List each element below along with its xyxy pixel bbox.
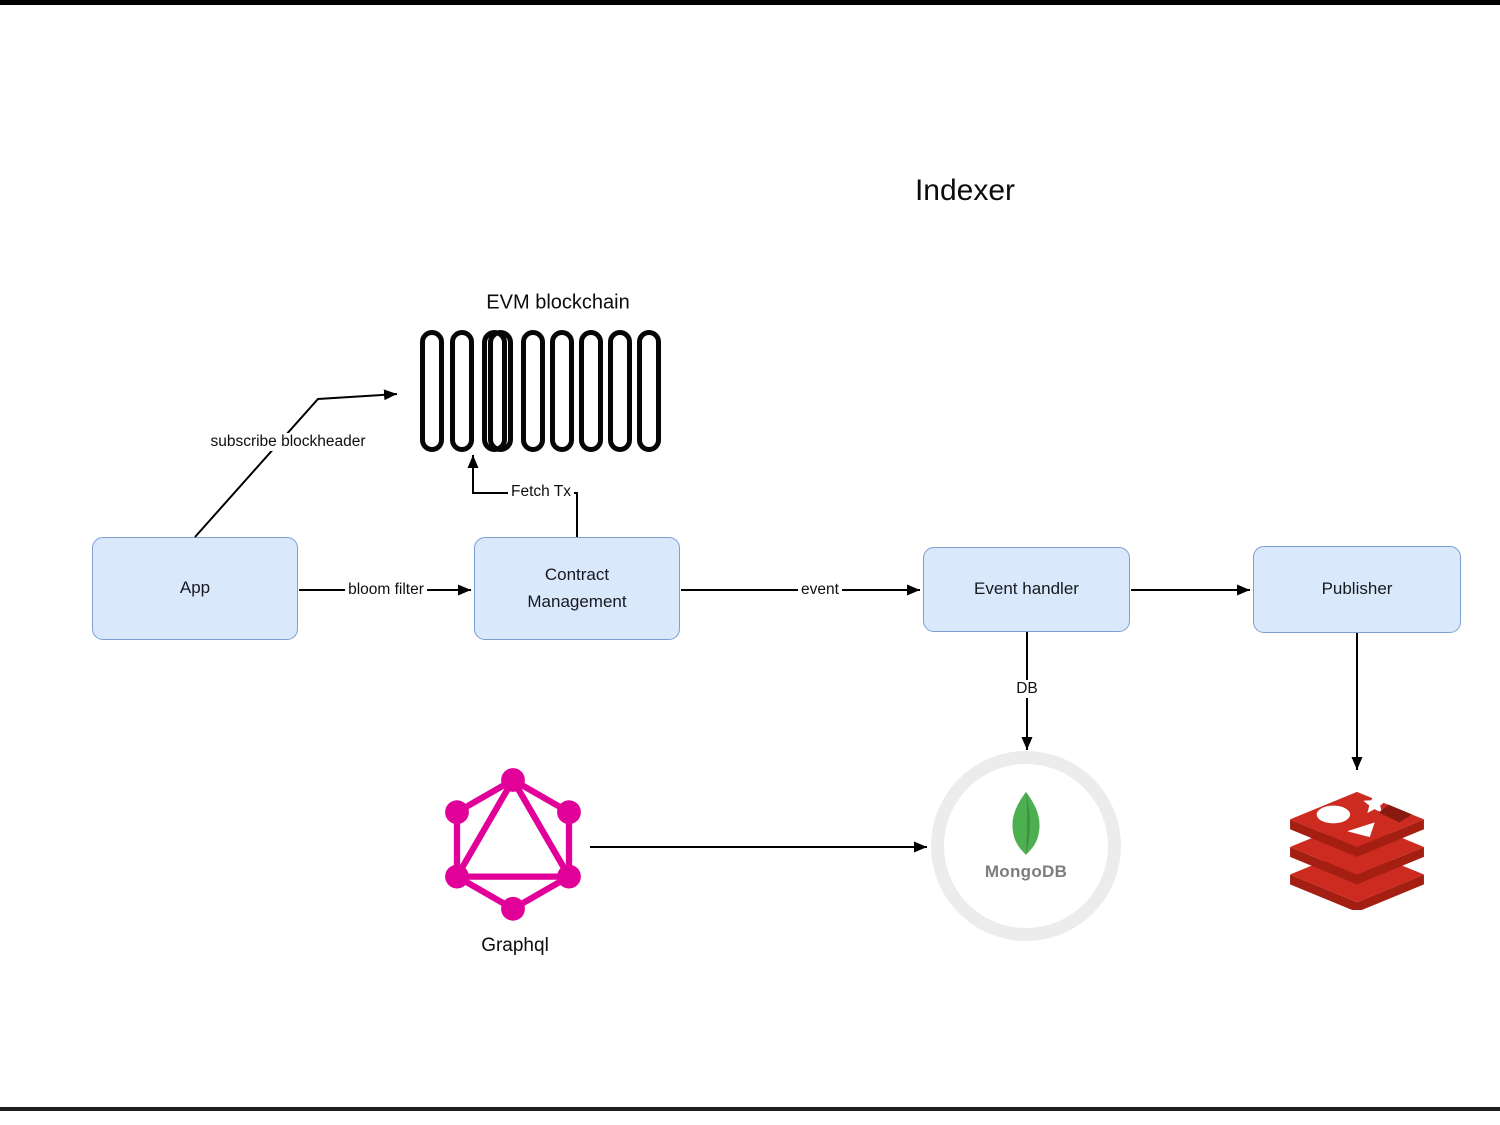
label-db: DB bbox=[1013, 680, 1041, 698]
evm-blockchain-label: EVM blockchain bbox=[486, 291, 630, 314]
block-pill bbox=[579, 330, 603, 452]
node-app: App bbox=[92, 537, 298, 640]
mongodb-label: MongoDB bbox=[984, 862, 1068, 881]
edge-app-to-blockchain bbox=[194, 389, 398, 538]
graphql-icon bbox=[445, 768, 581, 921]
block-pill bbox=[420, 330, 444, 452]
block-pill bbox=[450, 330, 474, 452]
node-publisher: Publisher bbox=[1253, 546, 1461, 633]
block-pill bbox=[608, 330, 632, 452]
label-event: event bbox=[798, 581, 842, 599]
block-pill bbox=[550, 330, 574, 452]
mongodb-leaf-icon bbox=[1012, 791, 1040, 856]
graphql-label: Graphql bbox=[481, 935, 549, 956]
block-pill-double bbox=[482, 330, 513, 452]
node-contract-management: Contract Management bbox=[474, 537, 680, 640]
label-fetch-tx: Fetch Tx bbox=[507, 483, 575, 501]
block-pill bbox=[521, 330, 545, 452]
top-letterbox-bar bbox=[0, 0, 1500, 5]
block-pill bbox=[637, 330, 661, 452]
diagram-title: Indexer bbox=[914, 174, 1016, 207]
node-event-handler: Event handler bbox=[923, 547, 1130, 632]
label-bloom-filter: bloom filter bbox=[345, 581, 427, 599]
block-pill bbox=[488, 330, 513, 452]
bottom-rule bbox=[0, 1107, 1500, 1111]
label-subscribe-blockheader: subscribe blockheader bbox=[207, 433, 369, 451]
redis-icon bbox=[1290, 791, 1424, 910]
mongodb-circle: MongoDB bbox=[931, 751, 1121, 941]
